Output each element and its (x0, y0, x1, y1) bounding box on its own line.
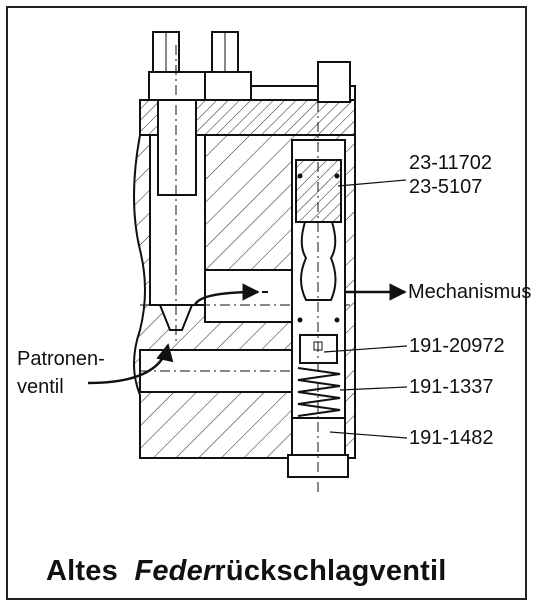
label-cartridge-valve-line1: Patronen- (17, 348, 105, 370)
cartridge-bore (148, 31, 252, 345)
label-part-23-11702: 23-11702 (409, 152, 493, 174)
label-cartridge-valve-line2: ventil (17, 376, 64, 398)
label-part-23-5107: 23-5107 (409, 176, 483, 198)
leader-lines (323, 179, 408, 439)
flow-arrows (87, 283, 407, 385)
label-mechanism: Mechanismus (408, 281, 532, 303)
check-valve-bore (287, 61, 351, 492)
caption-word-old: Altes (46, 555, 118, 587)
label-part-191-1337: 191-1337 (409, 376, 494, 398)
label-part-191-20972: 191-20972 (409, 335, 505, 357)
caption-word-check-valve: rückschlagventil (214, 555, 447, 587)
caption-word-spring: Feder (134, 555, 215, 587)
figure-caption: Altes Federrückschlagventil (46, 555, 447, 588)
label-part-191-1482: 191-1482 (409, 427, 494, 449)
